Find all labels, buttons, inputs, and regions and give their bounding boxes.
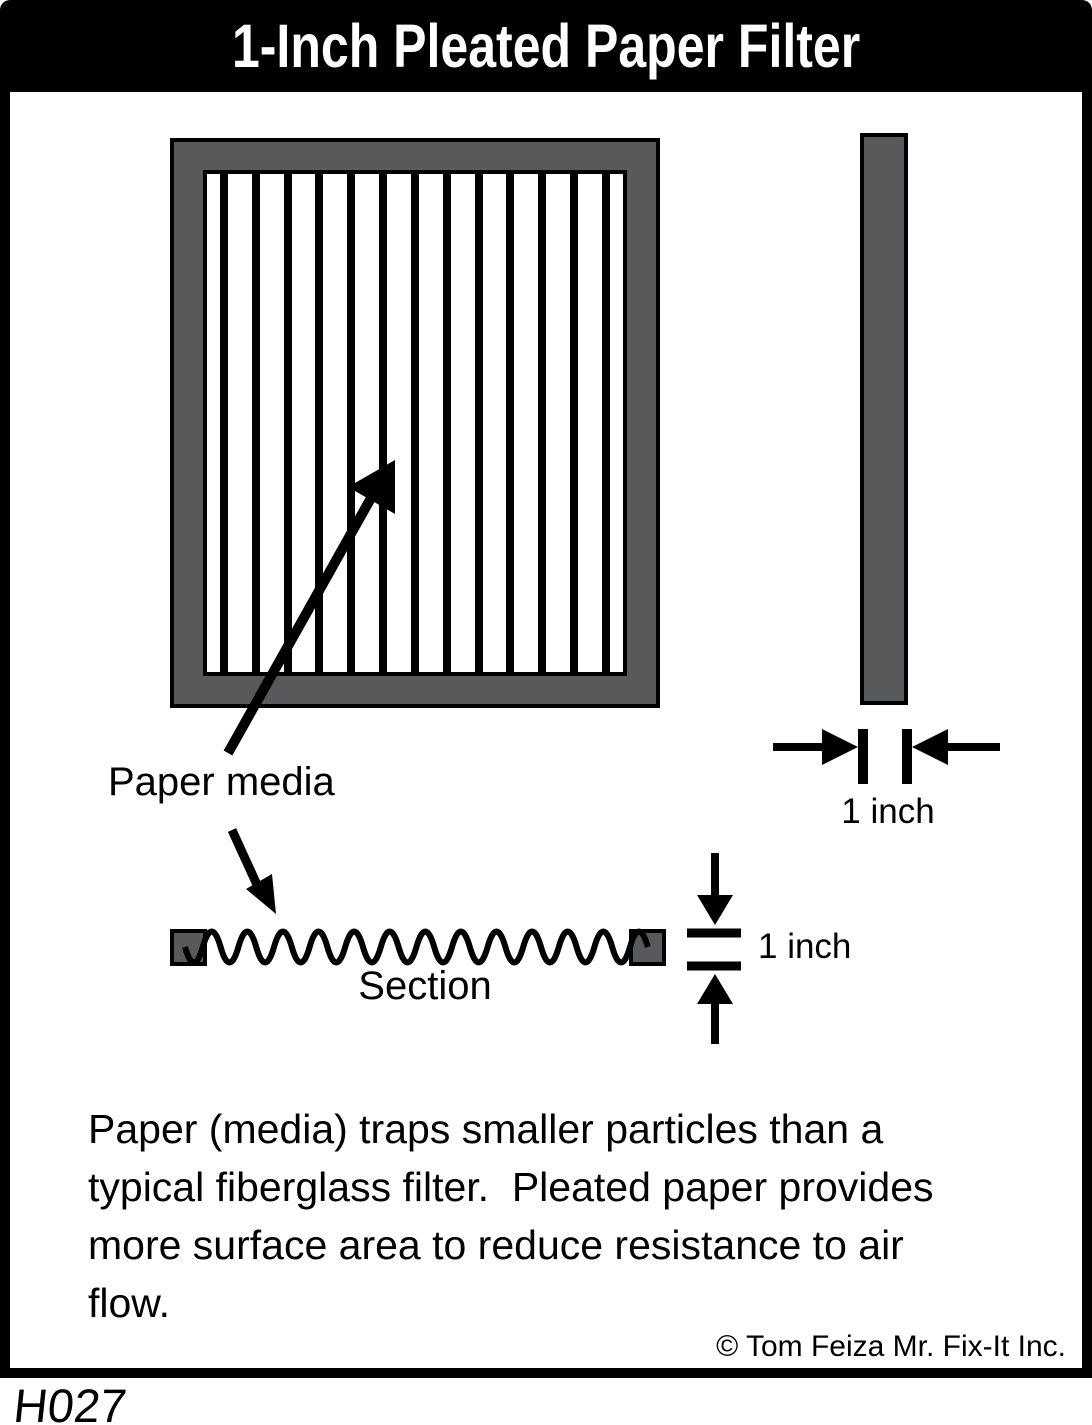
page-title: 1-Inch Pleated Paper Filter [231, 12, 861, 80]
section-thickness-dimension [687, 853, 741, 1044]
pleat-line [315, 174, 324, 672]
pleat-line [220, 174, 228, 672]
pleat-line [474, 174, 483, 672]
section-end-cap-left [170, 929, 207, 966]
diagram-content-box: Paper media Section 1 inch 1 inch Paper … [0, 92, 1092, 1378]
paper-media-label: Paper media [108, 760, 335, 804]
section-thickness-label: 1 inch [758, 927, 852, 966]
pleat-line [347, 174, 356, 672]
description-text: Paper (media) traps smaller particles th… [88, 1106, 934, 1326]
filter-side-view [860, 133, 908, 705]
pleat-line [379, 174, 388, 672]
pleat-line [570, 174, 579, 672]
side-width-dimension [773, 729, 1000, 784]
pleat-line [442, 174, 451, 672]
pleat-line [410, 174, 419, 672]
doc-code: H027 [11, 1379, 130, 1425]
section-end-cap-right [629, 929, 666, 966]
filter-front-view [170, 138, 660, 708]
pleat-line [506, 174, 515, 672]
pleat-line [538, 174, 547, 672]
pleat-line [601, 174, 610, 672]
filter-media-panel [203, 170, 627, 676]
side-width-label: 1 inch [841, 792, 935, 831]
section-label: Section [358, 964, 492, 1008]
pleat-line [251, 174, 260, 672]
pleat-line [283, 174, 292, 672]
paper-media-callout-arrow-short [227, 828, 276, 914]
section-wave-line [182, 928, 651, 966]
title-bar: 1-Inch Pleated Paper Filter [0, 0, 1092, 92]
copyright-text: © Tom Feiza Mr. Fix-It Inc. [716, 1330, 1066, 1363]
